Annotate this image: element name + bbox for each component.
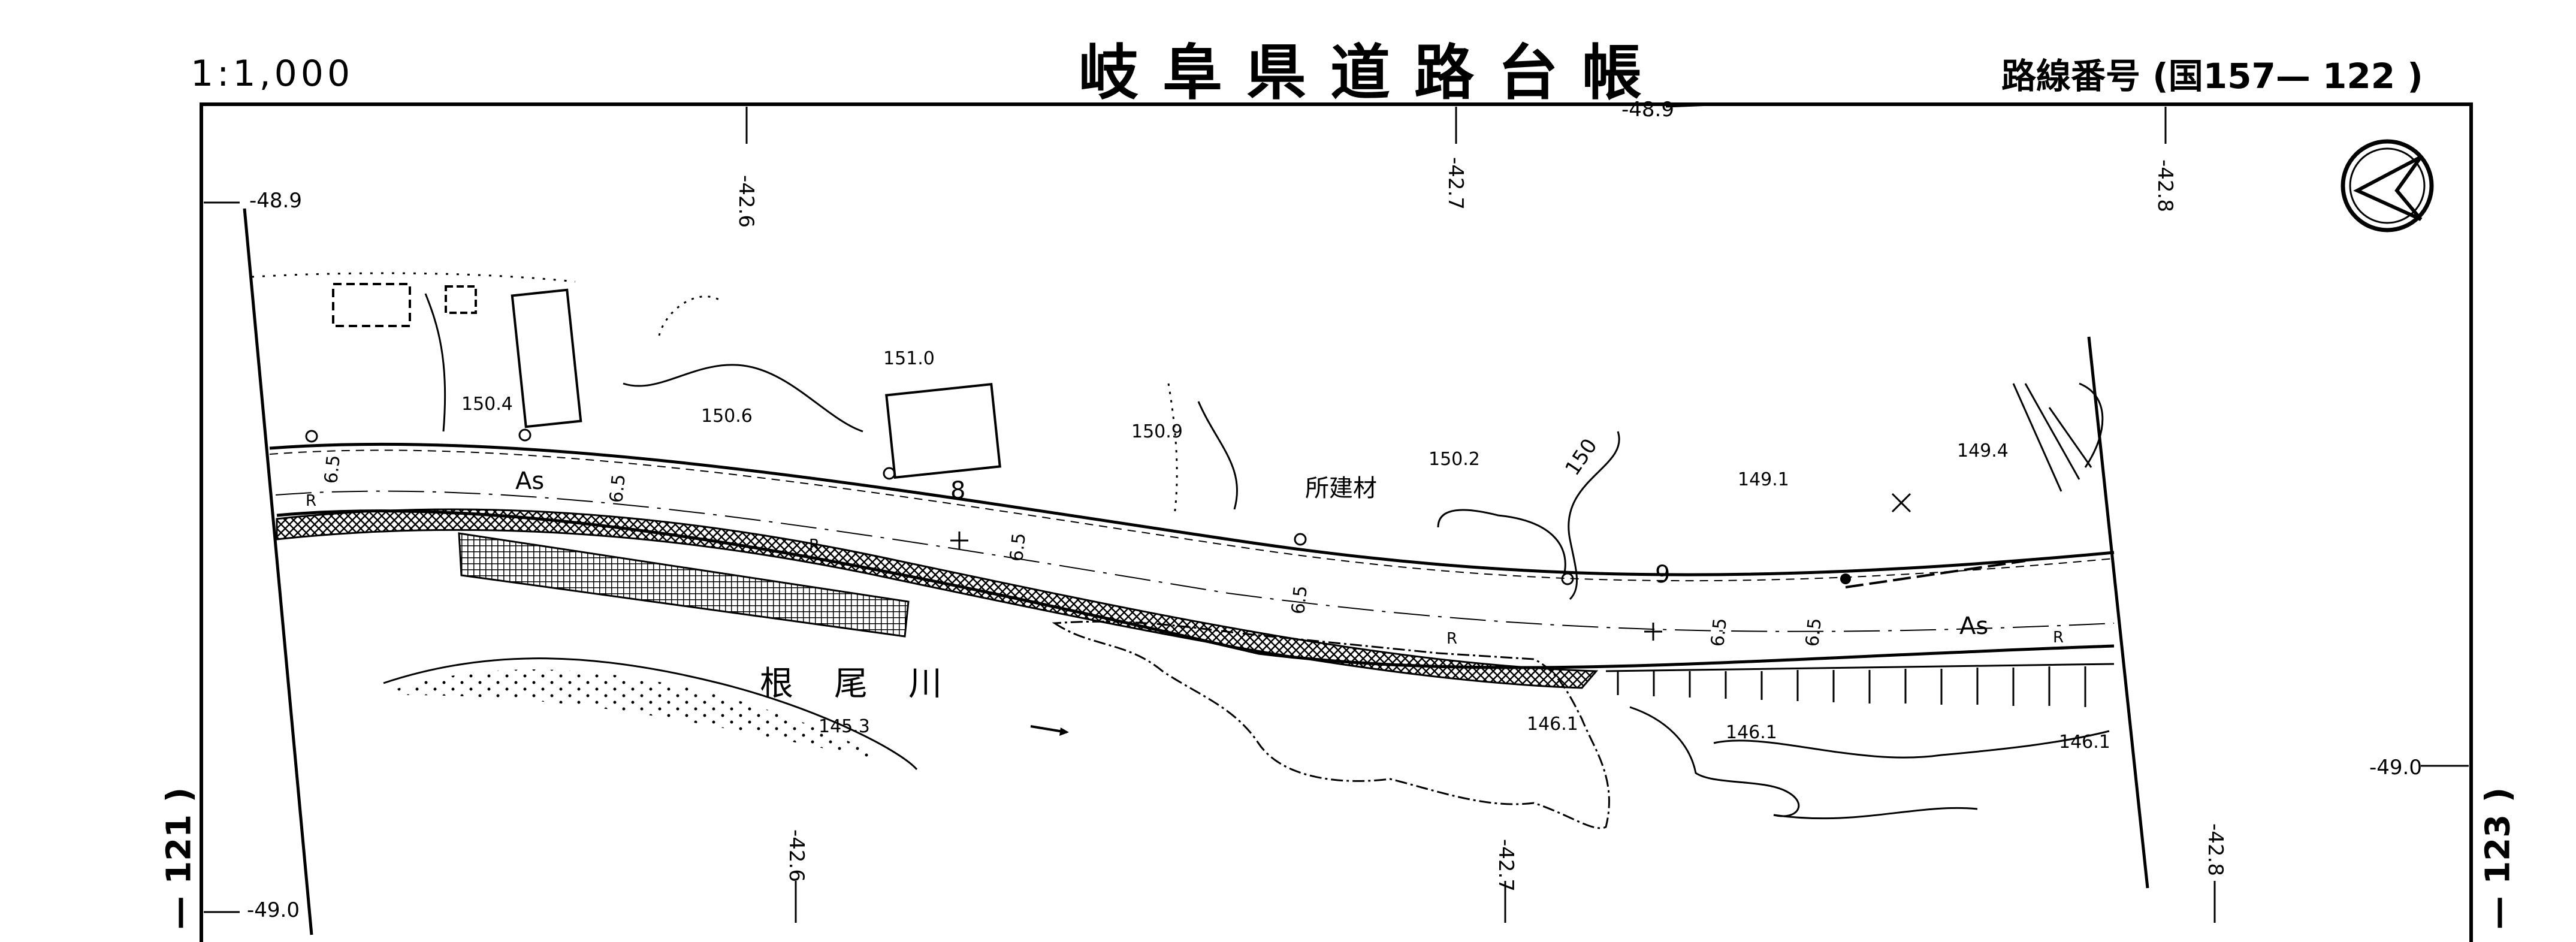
building-tall (511, 288, 582, 428)
north-arrow-icon (2341, 139, 2434, 233)
sheet-boundary-right (2087, 336, 2149, 889)
spot-height: 146.1 (1726, 722, 1777, 743)
route-close: ) (2407, 56, 2423, 96)
spot-height: 150.4 (461, 394, 513, 415)
dotted-path (658, 295, 720, 336)
width-mark-1: 6.5 (321, 454, 345, 485)
bank-contour-3 (1713, 730, 2110, 759)
grid-y-bottom-left: -49.0 (247, 898, 300, 922)
route-number: 路線番号 (国157— 122 ) (2001, 48, 2423, 98)
width-mark-6: 6.5 (1802, 617, 1826, 648)
manhole-icon-4 (518, 428, 531, 442)
grid-x-top-2: -42.7 (1443, 157, 1467, 210)
sheet-boundary-left (243, 208, 313, 935)
spot-height: 149.1 (1738, 469, 1789, 490)
width-mark-3: 6.5 (1006, 532, 1030, 563)
surface-label: As (515, 467, 544, 495)
spot-height: 145.3 (819, 716, 870, 737)
spot-height: 151.0 (883, 348, 935, 369)
survey-mark (950, 532, 968, 550)
spot-height: 149.4 (1957, 440, 2009, 461)
spot-heights: 151.0 150.4 150.6 150.9 150.2 149.1 149.… (461, 348, 2110, 753)
terrain-right (2079, 382, 2104, 468)
road-edge-north-dashed (269, 449, 2115, 582)
width-mark-2: 6.5 (606, 473, 630, 504)
route-label: 路線番号 (2001, 56, 2141, 96)
surface-label-2: As (1959, 612, 1988, 640)
terrain-line (623, 364, 863, 433)
grid-x-top-3: -42.8 (2153, 159, 2177, 212)
adjacent-sheet-left: — 121 ) (159, 787, 199, 930)
grid-x-bottom-2: -42.7 (1494, 839, 1518, 892)
r-mark-1: R (306, 492, 316, 510)
terrain-line-3 (1437, 509, 1566, 576)
r-mark-3: R (1446, 630, 1457, 648)
manhole-icon (1561, 572, 1574, 585)
adjacent-sheet-right: — 123 ) (2478, 787, 2518, 930)
survey-mark-3 (1891, 493, 1911, 513)
river-name: 根 尾 川 (760, 665, 946, 704)
station-9: 9 (1655, 561, 1670, 588)
grid-y-mid-right: -49.0 (2369, 756, 2422, 780)
grid-x-top-1: -42.6 (734, 175, 758, 228)
route-dash: — (2275, 56, 2311, 96)
adjacent-sheet-right-number: 123 (2478, 814, 2518, 884)
spot-height: 150.9 (1131, 421, 1183, 442)
grid-tick-top-h (1665, 103, 1726, 108)
road-edge-north (269, 442, 2115, 576)
building-dashed-1 (332, 283, 411, 327)
bank-contour-2 (1773, 807, 1978, 820)
revetment-block (458, 532, 910, 638)
building-label: 所建材 (1305, 475, 1377, 502)
road-centerline (275, 490, 2115, 632)
scale-label: 1:1,000 (191, 53, 354, 95)
width-mark-4: 6.5 (1288, 585, 1312, 615)
sandbar-edge (383, 657, 918, 770)
r-mark-4: R (2053, 629, 2064, 647)
flow-arrow-head (1059, 727, 1069, 736)
route-number-value: 157 (2203, 56, 2276, 96)
grid-x-bottom-3: -42.8 (2203, 823, 2227, 876)
width-mark-5: 6.5 (1707, 617, 1731, 648)
fence-right (1845, 560, 2026, 588)
utility-pole-icon (1840, 573, 1851, 584)
grid-x-bottom-1: -42.6 (784, 829, 808, 882)
grid-y-top-left: -48.9 (249, 189, 302, 213)
map-title: 岐阜県道路台帳 (1079, 38, 1666, 108)
dotted-path-2 (1167, 383, 1178, 516)
survey-mark-2 (1644, 623, 1662, 641)
building-dashed-2 (445, 285, 477, 314)
spot-height: 146.1 (2059, 732, 2110, 753)
terrain-line-2 (1197, 401, 1238, 510)
adjacent-sheet-left-number: 121 (159, 814, 199, 884)
spot-height: 150.2 (1429, 449, 1480, 470)
route-sheet: 122 (2323, 56, 2396, 96)
fence-line (251, 272, 576, 283)
manhole-icon-5 (883, 467, 896, 480)
slope-hatch-right (2012, 383, 2092, 492)
manhole-icon-3 (305, 430, 318, 443)
bank-contour-1 (1629, 706, 1800, 817)
rocky-bank (1052, 620, 1610, 829)
slope-line (424, 293, 446, 432)
spot-height: 146.1 (1527, 714, 1578, 735)
spot-height: 150.6 (701, 406, 753, 427)
station-8: 8 (950, 477, 965, 505)
embankment-hatch (276, 508, 1599, 689)
route-open: (国 (2152, 56, 2203, 96)
manhole-icon-2 (1294, 533, 1307, 546)
sandbar-dots (395, 669, 887, 761)
building-main (885, 382, 1001, 479)
grid-y-top-center: -48.9 (1621, 98, 1674, 122)
map-frame (200, 102, 2473, 942)
r-mark-2: R (809, 536, 820, 554)
pier-row (1605, 663, 2115, 707)
contour-150-line (1568, 431, 1620, 600)
